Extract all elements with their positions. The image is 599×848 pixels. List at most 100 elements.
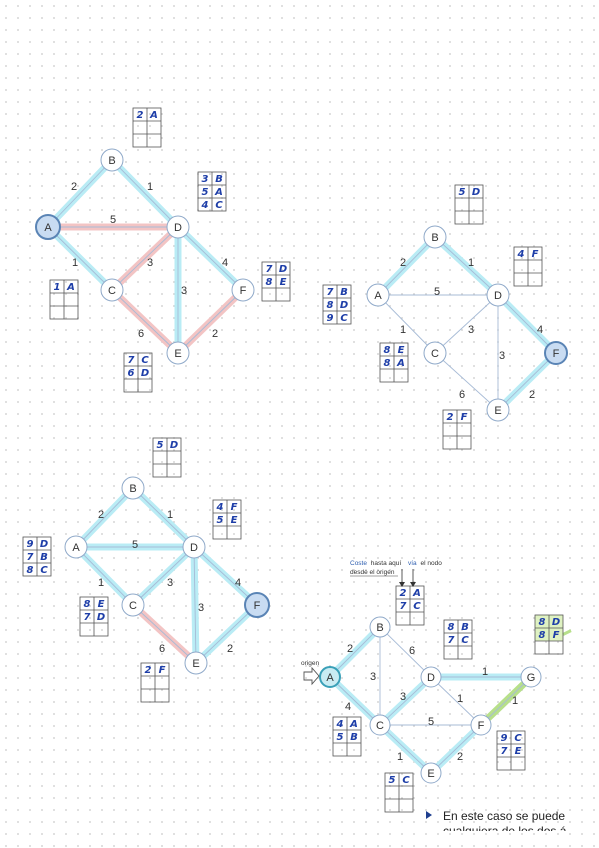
edge-line [377,236,436,296]
node-E: E [486,398,510,422]
table-cell: 8 [327,300,334,311]
node-label: G [527,672,536,684]
edge-B-D: 6 [379,626,432,678]
table-cell: C [402,775,410,786]
node-circle [423,341,447,365]
node-A: A [366,283,390,307]
edge-line [193,546,258,606]
table-cell: 6 [128,368,135,379]
edge-C-F: 5 [380,716,481,728]
table-cell: A [214,187,223,198]
edge-line [434,236,499,296]
table-cell: D [552,617,560,628]
node-circle [166,215,190,239]
node-label: E [192,658,199,670]
table-cell: 9 [501,733,508,744]
node-C: C [121,593,145,617]
edge-weight-label: 1 [468,257,474,269]
edge-weight-label: 3 [468,324,474,336]
edge-line [430,676,482,726]
edge-line [75,546,134,606]
node-label: C [129,600,137,612]
edge-A-D: 5 [44,214,182,231]
table-cell: D [340,300,348,311]
node-F: F [544,341,568,365]
node-label: F [553,348,560,360]
edge-weight-label: 6 [159,643,165,655]
edge-C-E: 6 [108,286,182,357]
edge-A-C: 4 [326,673,384,729]
table-cell: C [215,200,223,211]
edge-line [195,604,258,664]
table-cell: 2 [145,665,152,676]
edge-weight-label: 2 [529,389,535,401]
node-circle [369,616,391,638]
node-circle [486,398,510,422]
edge-line [132,546,195,606]
table-cell: C [340,313,348,324]
coste-arrow-head [399,582,405,587]
edge-B-D: 1 [129,484,198,551]
node-circle [420,762,442,784]
edge-C-E: 6 [129,601,200,667]
edge-line [379,724,432,774]
table-cell: 5 [217,515,224,526]
edge-weight-label: 1 [167,509,173,521]
table-cell: 8 [539,630,546,641]
table-cell: A [396,358,405,369]
node-D: D [182,535,206,559]
coste-origin-label: desde el origen [350,569,395,576]
node-C: C [423,341,447,365]
bullet-text-line2: cualquiera de los dos á [443,825,566,831]
edge-C-D: 3 [376,673,435,729]
edge-weight-label: 6 [409,645,415,657]
table-cell: E [398,345,405,356]
node-circle [486,283,510,307]
table-cell: 5 [202,187,209,198]
node-B: B [369,616,391,638]
edge-E-F: 2 [174,286,247,357]
svg-text:vía el nodo: vía el nodo [408,560,442,567]
edge-weight-label: 3 [181,285,187,297]
edge-weight-label: 1 [72,257,78,269]
table-cell: D [141,368,149,379]
edge-line [329,626,381,678]
table-cell: 5 [337,732,344,743]
table-cell: 7 [400,601,407,612]
node-circle [369,714,391,736]
node-label: A [374,290,382,302]
edge-line [329,676,381,726]
table-cell: 2 [400,588,407,599]
table-cell: A [149,110,158,121]
edge-E-F: 2 [494,349,560,414]
via-label: vía [408,560,417,567]
node-circle [121,476,145,500]
edge-weight-label: 1 [482,666,488,678]
table-cell: F [231,502,238,513]
table-cell: 8 [448,622,455,633]
edge-A-D: 5 [72,539,198,551]
edge-line [111,289,179,354]
table-cell: 8 [266,277,273,288]
edge-C-E: 1 [376,721,435,777]
node-B: B [121,476,145,500]
edge-E-F: 2 [192,601,261,667]
table-cell: F [461,412,468,423]
edge-weight-label: 1 [457,693,463,705]
table-cell: C [514,733,522,744]
table-cell: B [40,552,48,563]
edge-weight-label: 3 [499,350,505,362]
table-cell: 7 [27,552,34,563]
edge-line [379,626,432,678]
node-F: F [231,278,255,302]
